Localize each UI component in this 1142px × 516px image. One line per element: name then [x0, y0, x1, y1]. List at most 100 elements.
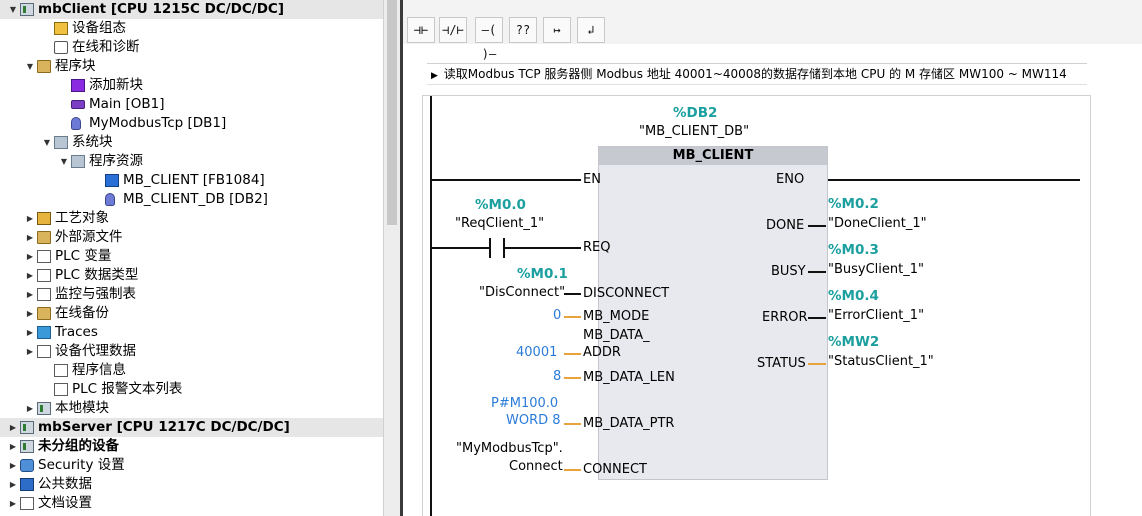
req-contact-bar-left[interactable] [489, 238, 491, 258]
tree-item[interactable]: 在线和诊断 [0, 38, 383, 57]
network-comment-row[interactable]: ▶ 读取Modbus TCP 服务器侧 Modbus 地址 40001~4000… [427, 63, 1087, 85]
tree-item-label: 程序块 [55, 58, 96, 74]
connect-value-line2[interactable]: Connect [509, 459, 563, 474]
busy-name[interactable]: "BusyClient_1" [828, 262, 924, 277]
connect-value-line1[interactable]: "MyModbusTcp". [456, 441, 563, 456]
expand-arrow-icon[interactable]: ▶ [9, 442, 17, 451]
mb-data-addr-value[interactable]: 40001 [516, 345, 558, 360]
tree-item[interactable]: ▶未分组的设备 [0, 437, 383, 456]
close-branch-button[interactable]: ↲ [577, 17, 605, 43]
folder-icon [37, 60, 51, 73]
tree-item[interactable]: ▶ mbServer [CPU 1217C DC/DC/DC] [0, 418, 383, 437]
expand-arrow-icon[interactable]: ▶ [26, 233, 34, 242]
tree-item[interactable]: ▼ 系统块 [0, 133, 383, 152]
done-name[interactable]: "DoneClient_1" [828, 216, 927, 231]
tree-item[interactable]: ▶文档设置 [0, 494, 383, 513]
expand-arrow-icon[interactable]: ▶ [26, 271, 34, 280]
tree-item[interactable]: ▶ 本地模块 [0, 399, 383, 418]
tree-item-label: Traces [55, 324, 98, 340]
instance-db-name[interactable]: "MB_CLIENT_DB" [639, 124, 750, 139]
tree-item[interactable]: ▶Security 设置 [0, 456, 383, 475]
expand-arrow-icon[interactable]: ▶ [26, 328, 34, 337]
tree-item[interactable]: ▼ 程序资源 [0, 152, 383, 171]
busy-address[interactable]: %M0.3 [828, 242, 879, 258]
connect-wire [564, 469, 581, 471]
tree-item-label: PLC 数据类型 [55, 267, 139, 283]
mb-data-ptr-value-line1[interactable]: P#M100.0 [491, 396, 559, 411]
error-name[interactable]: "ErrorClient_1" [828, 308, 925, 323]
empty-box-button[interactable]: ?? [509, 17, 537, 43]
tree-item[interactable]: Main [OB1] [0, 95, 383, 114]
tree-item[interactable]: 添加新块 [0, 76, 383, 95]
status-name[interactable]: "StatusClient_1" [828, 354, 934, 369]
tree-item[interactable]: MyModbusTcp [DB1] [0, 114, 383, 133]
pane-divider[interactable] [400, 0, 403, 516]
expand-arrow-icon[interactable]: ▶ [26, 290, 34, 299]
tree-item[interactable]: MB_CLIENT [FB1084] [0, 171, 383, 190]
expand-arrow-icon[interactable]: ▶ [26, 347, 34, 356]
tree-item-label: 系统块 [72, 134, 113, 150]
collapse-arrow-icon[interactable]: ▼ [60, 157, 68, 166]
disconnect-address[interactable]: %M0.1 [517, 266, 568, 282]
req-contact-bar-right[interactable] [503, 238, 505, 258]
tree-item-label: 本地模块 [55, 400, 109, 416]
fb-icon [105, 174, 119, 187]
error-address[interactable]: %M0.4 [828, 288, 879, 304]
pin-connect: CONNECT [583, 462, 647, 477]
collapse-arrow-icon[interactable]: ▼ [43, 138, 51, 147]
tree-item[interactable]: ▶ PLC 数据类型 [0, 266, 383, 285]
tree-item[interactable]: ▶工艺对象 [0, 209, 383, 228]
tree-item[interactable]: 设备组态 [0, 19, 383, 38]
pin-busy: BUSY [771, 264, 806, 279]
expand-arrow-icon[interactable]: ▶ [26, 404, 34, 413]
tree-item[interactable]: ▶ PLC 变量 [0, 247, 383, 266]
mb-data-len-value[interactable]: 8 [553, 369, 562, 384]
watch-table-icon [37, 288, 51, 301]
instance-db-address[interactable]: %DB2 [673, 105, 718, 121]
project-tree-scrollbar[interactable] [383, 0, 400, 516]
tree-item[interactable]: PLC 报警文本列表 [0, 380, 383, 399]
status-address[interactable]: %MW2 [828, 334, 880, 350]
tree-item-label: 在线和诊断 [72, 39, 140, 55]
tree-item[interactable]: 程序信息 [0, 361, 383, 380]
tree-item-label: 程序资源 [89, 153, 143, 169]
tree-item[interactable]: ▶在线备份 [0, 304, 383, 323]
mb-data-ptr-wire [564, 423, 581, 425]
tree-item[interactable]: MB_CLIENT_DB [DB2] [0, 190, 383, 209]
power-rail [430, 96, 432, 516]
tree-item[interactable]: ▶设备代理数据 [0, 342, 383, 361]
tree-item-label: PLC 变量 [55, 248, 112, 264]
expand-arrow-icon[interactable]: ▶ [9, 499, 17, 508]
tree-item[interactable]: ▼mbClient [CPU 1215C DC/DC/DC] [0, 0, 383, 19]
req-contact-name[interactable]: "ReqClient_1" [455, 216, 545, 231]
req-contact-address[interactable]: %M0.0 [475, 197, 526, 213]
tree-item[interactable]: ▶公共数据 [0, 475, 383, 494]
expand-arrow-icon[interactable]: ▶ [26, 309, 34, 318]
no-contact-button[interactable]: ⊣⊢ [407, 17, 435, 43]
mb-client-block[interactable]: MB_CLIENT [598, 146, 828, 480]
tree-item[interactable]: ▶ Traces [0, 323, 383, 342]
tree-item[interactable]: ▶监控与强制表 [0, 285, 383, 304]
expand-arrow-icon[interactable]: ▶ [26, 214, 34, 223]
expand-arrow-icon[interactable]: ▶ [9, 480, 17, 489]
pin-done: DONE [766, 218, 805, 233]
expand-arrow-icon[interactable]: ▶ [26, 252, 34, 261]
scrollbar-thumb[interactable] [387, 0, 397, 225]
disconnect-name[interactable]: "DisConnect" [479, 285, 566, 300]
pin-mb-data-addr-line2: ADDR [583, 345, 621, 360]
tree-item-label: mbServer [CPU 1217C DC/DC/DC] [38, 419, 290, 435]
collapse-arrow-icon[interactable]: ▼ [26, 62, 34, 71]
coil-button[interactable]: –( )– [475, 17, 503, 61]
mb-data-ptr-value-line2[interactable]: WORD 8 [506, 413, 561, 428]
collapse-arrow-icon[interactable]: ▼ [9, 5, 17, 14]
nc-contact-button[interactable]: ⊣/⊢ [439, 17, 467, 43]
expand-arrow-icon[interactable]: ▶ [431, 71, 438, 81]
tree-item[interactable]: ▶外部源文件 [0, 228, 383, 247]
done-address[interactable]: %M0.2 [828, 196, 879, 212]
tree-item[interactable]: ▼ 程序块 [0, 57, 383, 76]
expand-arrow-icon[interactable]: ▶ [9, 461, 17, 470]
expand-arrow-icon[interactable]: ▶ [9, 423, 17, 432]
mb-mode-value[interactable]: 0 [553, 308, 562, 323]
open-branch-button[interactable]: ↦ [543, 17, 571, 43]
plc-tags-icon [37, 250, 51, 263]
